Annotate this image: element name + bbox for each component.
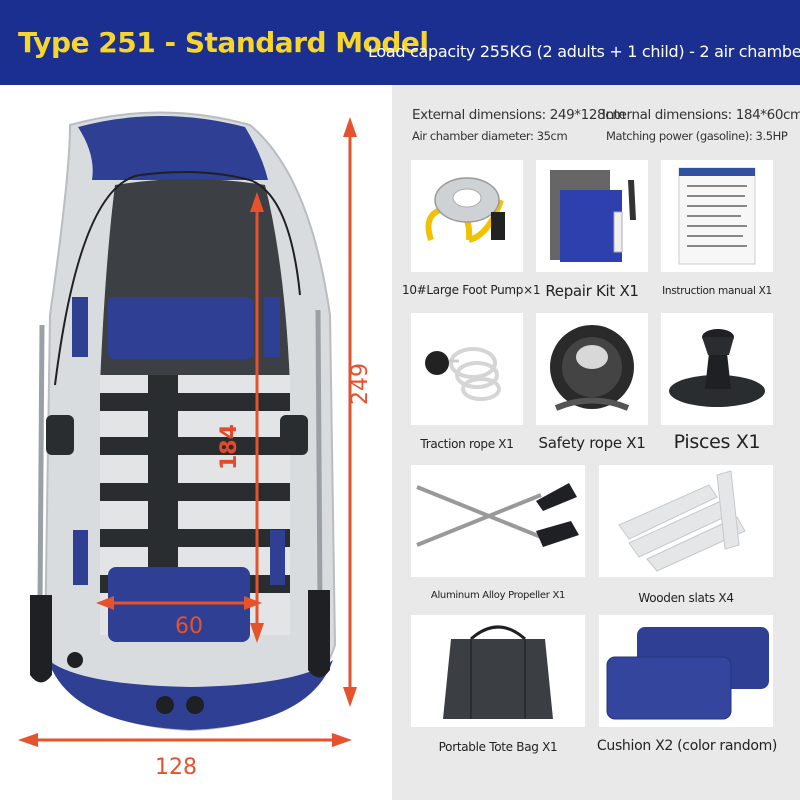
slats-card	[599, 465, 773, 577]
tote-bag-card	[411, 615, 585, 727]
pisces-icon	[669, 329, 765, 407]
boat-illustration-area: 249 128 184 60	[0, 85, 392, 800]
safety-rope-card	[536, 313, 648, 425]
safety-rope-icon	[550, 325, 634, 411]
oars-icon	[416, 483, 579, 547]
header-banner: Type 251 - Standard Model Load capacity …	[0, 0, 800, 85]
item-label-safety-rope: Safety rope X1	[538, 434, 646, 452]
repair-kit-card	[536, 160, 648, 272]
external-dimensions: External dimensions: 249*128cm	[412, 107, 625, 123]
oars-card	[411, 465, 585, 577]
cushion-icon	[606, 627, 769, 720]
slats-icon	[618, 470, 746, 572]
inflatable-boat-icon	[18, 111, 357, 747]
matching-power: Matching power (gasoline): 3.5HP	[606, 129, 788, 143]
manual-icon	[678, 167, 756, 265]
item-label-oars: Aluminum Alloy Propeller X1	[430, 590, 566, 601]
page-title: Type 251 - Standard Model	[18, 26, 429, 59]
tote-bag-icon	[443, 625, 553, 719]
item-label-pisces: Pisces X1	[673, 431, 761, 453]
foot-pump-card	[411, 160, 523, 272]
item-label-manual: Instruction manual X1	[662, 285, 772, 297]
item-label-repair-kit: Repair Kit X1	[545, 282, 639, 300]
item-label-foot-pump: 10#Large Foot Pump×1	[402, 283, 541, 297]
traction-rope-card	[411, 313, 523, 425]
item-label-traction-rope: Traction rope X1	[420, 437, 514, 451]
manual-card	[661, 160, 773, 272]
foot-pump-icon	[425, 177, 505, 243]
width-label: 128	[155, 755, 197, 780]
page-subtitle: Load capacity 255KG (2 adults + 1 child)…	[368, 42, 800, 61]
cushion-card	[599, 615, 773, 727]
length-label: 249	[348, 363, 373, 405]
repair-kit-icon	[550, 170, 636, 262]
internal-dimensions: Internal dimensions: 184*60cm	[602, 107, 800, 123]
pisces-card	[661, 313, 773, 425]
inner-width-label: 60	[175, 614, 203, 639]
inner-length-label: 184	[217, 424, 242, 470]
item-label-tote-bag: Portable Tote Bag X1	[438, 740, 558, 754]
item-label-slats: Wooden slats X4	[638, 591, 734, 605]
traction-rope-icon	[425, 347, 501, 401]
air-chamber-diameter: Air chamber diameter: 35cm	[412, 129, 568, 143]
item-label-cushion: Cushion X2 (color random)	[596, 738, 778, 754]
accessories-panel: External dimensions: 249*128cm Internal …	[392, 85, 800, 800]
